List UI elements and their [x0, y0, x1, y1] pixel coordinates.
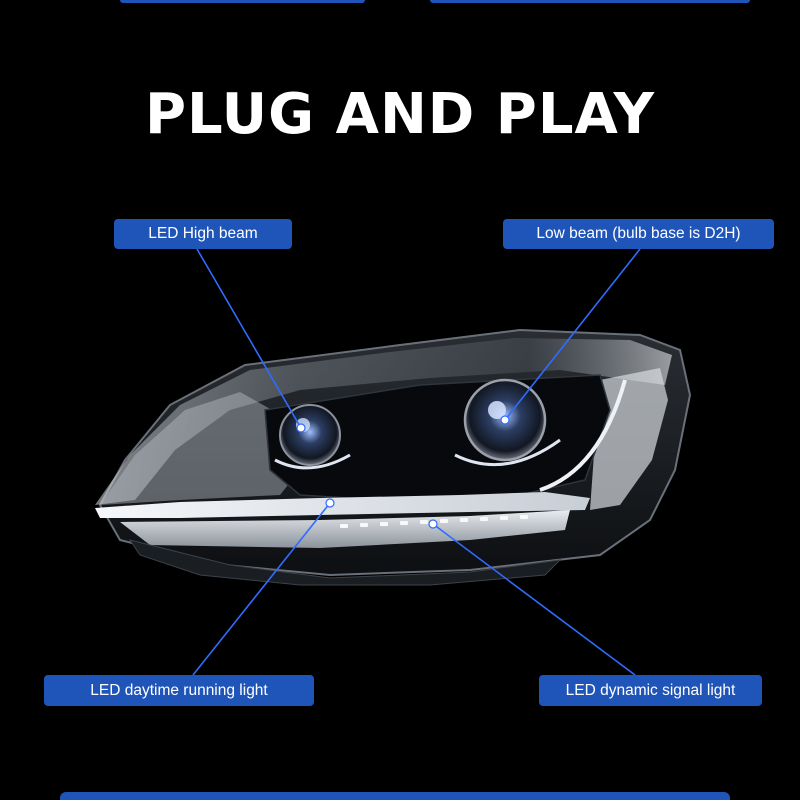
callout-led-high-beam: LED High beam [114, 219, 292, 249]
drl-upper-arc [539, 379, 627, 492]
low-beam-led-ring [454, 438, 561, 467]
marker-high-beam [296, 423, 306, 433]
page-title: PLUG AND PLAY [144, 82, 656, 147]
callout-low-beam: Low beam (bulb base is D2H) [503, 219, 774, 249]
drl-strip [95, 492, 590, 518]
callout-daytime-running-light: LED daytime running light [44, 675, 314, 706]
high-beam-led-ring [274, 453, 351, 470]
leader-drl [192, 502, 331, 676]
car-headlight-icon [95, 328, 692, 586]
marker-signal [428, 519, 438, 529]
leader-signal [432, 523, 636, 676]
signal-light-strip [120, 510, 570, 548]
marker-low-beam [500, 415, 510, 425]
low-beam-lens-highlight [488, 401, 506, 419]
top-accent-bar-right [430, 0, 750, 3]
signal-led-dots [340, 515, 528, 528]
leader-low-beam [504, 248, 641, 421]
bottom-accent-bar [60, 792, 730, 800]
marker-drl [325, 498, 335, 508]
callout-dynamic-signal-light: LED dynamic signal light [539, 675, 762, 706]
headlight-glass [95, 338, 672, 505]
top-accent-bar-left [120, 0, 365, 3]
headlight-bottom-mount [128, 539, 562, 586]
leader-high-beam [196, 248, 302, 429]
headlight-outer-glass-left [100, 392, 300, 505]
high-beam-projector [279, 404, 341, 466]
headlight-corner-reflector [590, 368, 668, 510]
